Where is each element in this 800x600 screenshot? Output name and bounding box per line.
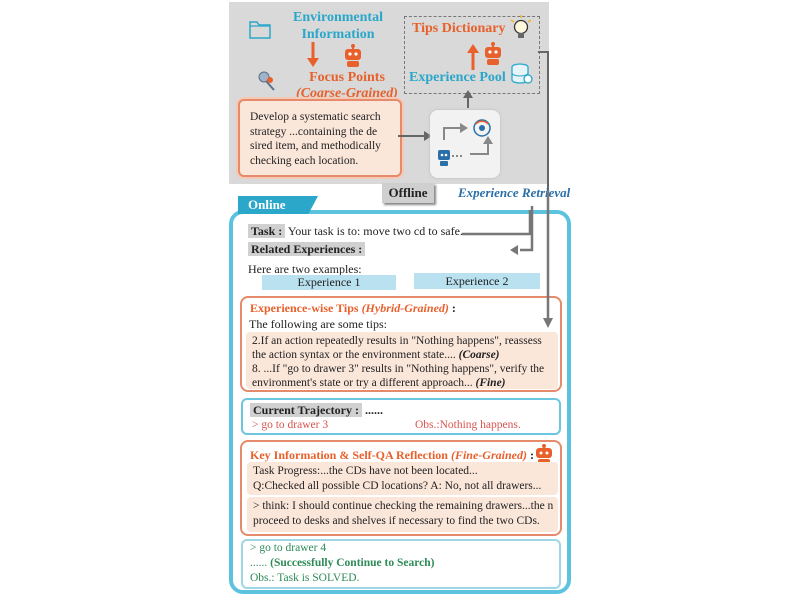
- focus-points-label: Focus Points (Coarse-Grained): [296, 70, 398, 101]
- environmental-information-label: Environmental Information: [293, 10, 383, 42]
- trajectory-observation: Obs.:Nothing happens.: [415, 419, 521, 431]
- offline-tab: Offline: [382, 183, 434, 203]
- lightbulb-icon: [510, 15, 532, 38]
- experience-1-chip: Experience 1: [262, 275, 396, 290]
- trajectory-action: > go to drawer 3: [252, 419, 329, 431]
- online-panel: [229, 210, 571, 594]
- experience-retrieval-label: Experience Retrieval: [458, 185, 571, 200]
- task-progress-text: Task Progress:...the CDs have not been l…: [253, 465, 542, 492]
- up-arrow-icon: [467, 44, 479, 70]
- related-experiences-row: Related Experiences :: [248, 242, 366, 257]
- strategy-text: Develop a systematic search strategy ...…: [250, 111, 381, 167]
- strategy-card: [238, 99, 402, 177]
- experience-2-chip: Experience 2: [414, 273, 540, 289]
- pin-icon: [258, 71, 275, 91]
- tip-8-tag: (Fine): [475, 377, 506, 389]
- final-result-text: > go to drawer 4 ...... (Successfully Co…: [250, 542, 435, 584]
- database-icon: [511, 63, 533, 84]
- key-information-heading: Key Information & Self-QA Reflection (Fi…: [250, 448, 534, 462]
- robot-icon: [485, 42, 501, 65]
- tips-dictionary-box: [404, 16, 540, 94]
- think-panel: [247, 497, 558, 532]
- agent-loop-diagram: [438, 119, 493, 166]
- tips-list-panel: [246, 332, 558, 389]
- tips-list: 2.If an action repeatedly results in "No…: [252, 334, 556, 390]
- task-progress-panel: [247, 462, 558, 495]
- experience-pool-label: Experience Pool: [409, 70, 506, 85]
- tip-2-tag: (Coarse): [458, 349, 500, 361]
- tip-8-text: 8. ...If "go to drawer 3" results in "No…: [252, 363, 545, 389]
- folder-icon: [249, 21, 271, 39]
- robot-icon: [345, 44, 361, 67]
- experience-tips-heading: Experience-wise Tips (Hybrid-Grained) :: [250, 301, 456, 315]
- robot-icon: [536, 444, 552, 465]
- tips-intro-text: The following are some tips:: [249, 317, 387, 331]
- task-label: Task :: [248, 224, 286, 238]
- tips-dictionary-label: Tips Dictionary: [412, 21, 506, 36]
- online-tab: Online: [238, 196, 318, 214]
- final-result-box: [241, 539, 561, 589]
- task-row: Task : Your task is to: move two cd to s…: [248, 224, 463, 239]
- examples-text: Here are two examples:: [248, 262, 362, 276]
- tip-2-text: 2.If an action repeatedly results in "No…: [252, 335, 542, 361]
- current-trajectory-heading: Current Trajectory : ......: [250, 403, 383, 418]
- down-arrow-icon: [307, 42, 319, 67]
- task-text: Your task is to: move two cd to safe.: [287, 224, 463, 238]
- related-experiences-label: Related Experiences :: [248, 242, 366, 256]
- think-text: > think: I should continue checking the …: [253, 500, 554, 527]
